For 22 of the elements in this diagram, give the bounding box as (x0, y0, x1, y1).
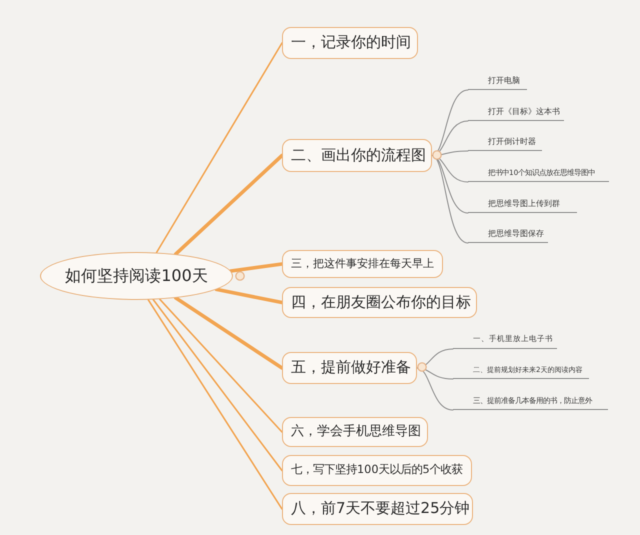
topic-box: 七，写下坚持100天以后的5个收获 (282, 455, 472, 486)
subtopic-label: 打开电脑 (468, 72, 527, 90)
branch-line (152, 298, 283, 472)
topic-box: 四，在朋友圈公布你的目标 (282, 287, 477, 318)
subtopic-label: 打开倒计时器 (468, 132, 542, 151)
subtopic-label: 打开《目标》这本书 (468, 102, 564, 121)
topic-box: 八，前7天不要超过25分钟 (282, 493, 473, 525)
branch-line (147, 299, 283, 510)
branch-line (156, 42, 283, 254)
topic-box: 二、画出你的流程图 (282, 139, 432, 172)
branch-line (214, 288, 284, 304)
branch-line (174, 154, 284, 256)
subtopic-label: 把思维导图保存 (468, 224, 548, 243)
topic-box: 三，把这件事安排在每天早上 (282, 250, 443, 278)
topic-box: 六，学会手机思维导图 (282, 417, 428, 447)
topic-ellipse: 如何坚持阅读100天 (40, 252, 233, 300)
branch-line (229, 262, 284, 273)
branch-line (174, 296, 284, 370)
topic-box: 五，提前做好准备 (282, 352, 417, 384)
topic-box: 一，记录你的时间 (282, 27, 418, 59)
branch-line (159, 298, 283, 433)
subtopic-label: 把思维导图上传到群 (468, 194, 577, 213)
